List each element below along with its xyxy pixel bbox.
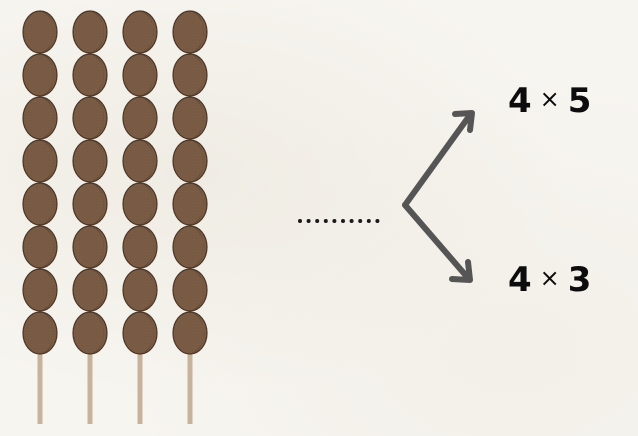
- ellipsis-dot: [323, 219, 328, 223]
- meatball: [22, 139, 58, 183]
- meatball: [22, 96, 58, 140]
- ellipsis-dot: [366, 219, 371, 223]
- meatball: [122, 268, 158, 312]
- meatball: [22, 311, 58, 355]
- meatball: [122, 311, 158, 355]
- meatball: [172, 53, 208, 97]
- meatball: [22, 225, 58, 269]
- ellipsis-dot: [332, 219, 337, 223]
- meatball: [72, 182, 108, 226]
- split-arrows: [402, 110, 475, 283]
- meatball: [22, 182, 58, 226]
- expression-bottom: 4×3: [508, 263, 591, 297]
- skewer: [22, 10, 58, 424]
- skewer-stick: [137, 333, 143, 424]
- multiply-sign-bottom: ×: [539, 264, 560, 292]
- skewers-group: [22, 10, 208, 424]
- meatball: [122, 53, 158, 97]
- skewer-stick: [87, 333, 93, 424]
- expression-top: 4×5: [508, 84, 591, 118]
- skewer-stick: [37, 333, 43, 424]
- meatball: [72, 96, 108, 140]
- meatball: [172, 311, 208, 355]
- meatball: [172, 139, 208, 183]
- meatball: [72, 268, 108, 312]
- meatball: [72, 225, 108, 269]
- expression-bottom-a: 4: [508, 260, 532, 300]
- skewer: [172, 10, 208, 424]
- skewer: [72, 10, 108, 424]
- ellipsis-dot: [341, 219, 345, 223]
- meatball: [72, 139, 108, 183]
- meatball: [122, 139, 158, 183]
- ellipsis-dot: [358, 219, 363, 223]
- ellipsis-dot: [349, 219, 354, 223]
- multiply-sign-top: ×: [539, 85, 560, 113]
- meatball: [172, 96, 208, 140]
- meatball: [22, 268, 58, 312]
- meatball: [72, 53, 108, 97]
- meatball: [122, 182, 158, 226]
- meatball: [22, 53, 58, 97]
- skewer-stick: [187, 333, 193, 424]
- arrow-up-head: [452, 110, 475, 133]
- expression-top-b: 5: [567, 81, 592, 121]
- meatball: [122, 225, 158, 269]
- meatball: [172, 268, 208, 312]
- arrow-up: [402, 112, 473, 208]
- meatball: [122, 96, 158, 140]
- meatball: [72, 10, 108, 54]
- arrow-down: [402, 202, 471, 281]
- expression-bottom-b: 3: [567, 260, 592, 300]
- ellipsis-dots: [298, 219, 380, 223]
- meatball: [22, 10, 58, 54]
- arrow-down-head: [449, 259, 473, 283]
- ellipsis-dot: [306, 219, 311, 223]
- ellipsis-dot: [298, 219, 302, 223]
- meatball: [172, 10, 208, 54]
- meatball: [72, 311, 108, 355]
- meatball: [172, 225, 208, 269]
- meatball: [172, 182, 208, 226]
- skewer: [122, 10, 158, 424]
- ellipsis-dot: [375, 219, 380, 223]
- meatball: [122, 10, 158, 54]
- expression-top-a: 4: [508, 81, 532, 121]
- ellipsis-dot: [315, 219, 320, 223]
